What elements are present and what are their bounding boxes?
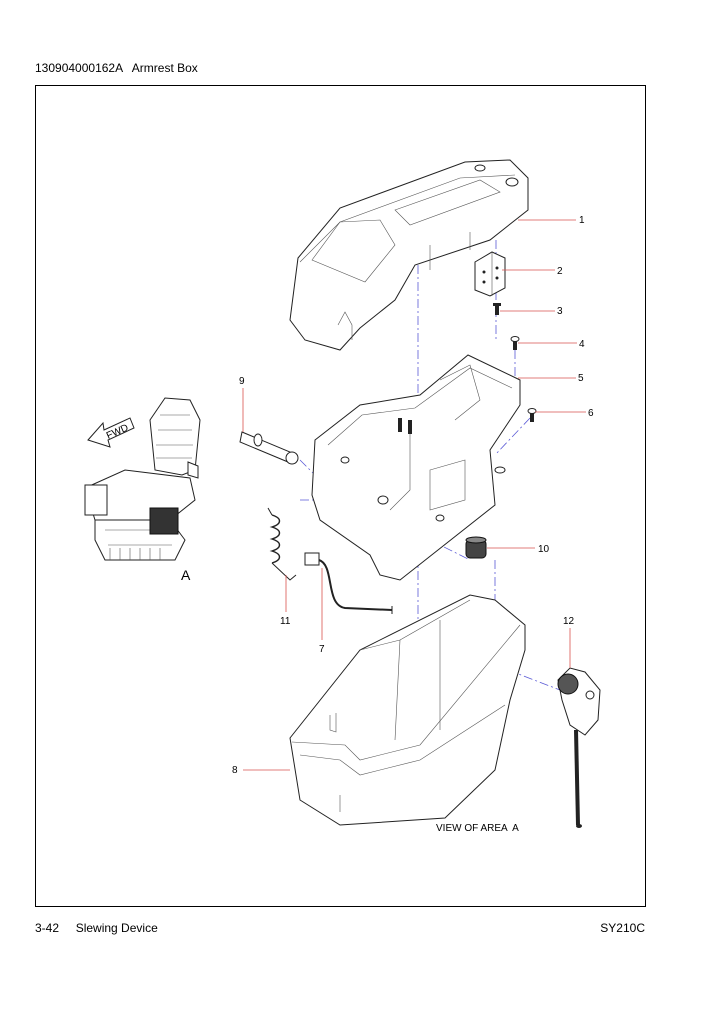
document-footer-left: 3-42 Slewing Device <box>35 921 158 935</box>
part-armrest-frame <box>311 354 521 581</box>
part-pin <box>239 431 299 465</box>
drawing-frame <box>35 85 646 907</box>
seat-illustration <box>84 397 201 561</box>
part-screw-4 <box>510 336 520 350</box>
view-marker: A <box>181 567 191 583</box>
part-joystick <box>557 667 601 828</box>
callout-3: 3 <box>557 306 563 317</box>
part-number: 130904000162A <box>35 61 123 75</box>
callout-10: 10 <box>538 544 550 555</box>
callout-9: 9 <box>239 376 245 387</box>
page-number: 3-42 <box>35 921 60 935</box>
callout-5: 5 <box>578 373 584 384</box>
part-screw-6 <box>527 408 537 422</box>
callout-12: 12 <box>563 616 575 627</box>
part-lower-cover <box>289 594 526 826</box>
callout-7: 7 <box>319 644 325 655</box>
part-screw-3 <box>493 303 501 315</box>
part-spring <box>267 507 297 581</box>
callout-2: 2 <box>557 266 563 277</box>
part-armrest-top <box>289 159 529 351</box>
document-header: 130904000162A Armrest Box <box>35 61 198 75</box>
callout-6: 6 <box>588 408 594 419</box>
page-title: Armrest Box <box>131 61 198 75</box>
callout-1: 1 <box>579 215 585 226</box>
callout-11: 11 <box>280 616 291 627</box>
section-title: Slewing Device <box>75 921 158 935</box>
view-caption: VIEW OF AREA A <box>436 823 519 834</box>
part-cable <box>304 552 393 614</box>
part-bracket <box>474 251 506 297</box>
model-number: SY210C <box>600 921 645 935</box>
part-bushing <box>465 536 487 559</box>
fwd-label: FWD <box>105 423 130 442</box>
callout-4: 4 <box>579 339 585 350</box>
fwd-arrow-icon: FWD <box>87 417 135 448</box>
callout-8: 8 <box>232 765 238 776</box>
